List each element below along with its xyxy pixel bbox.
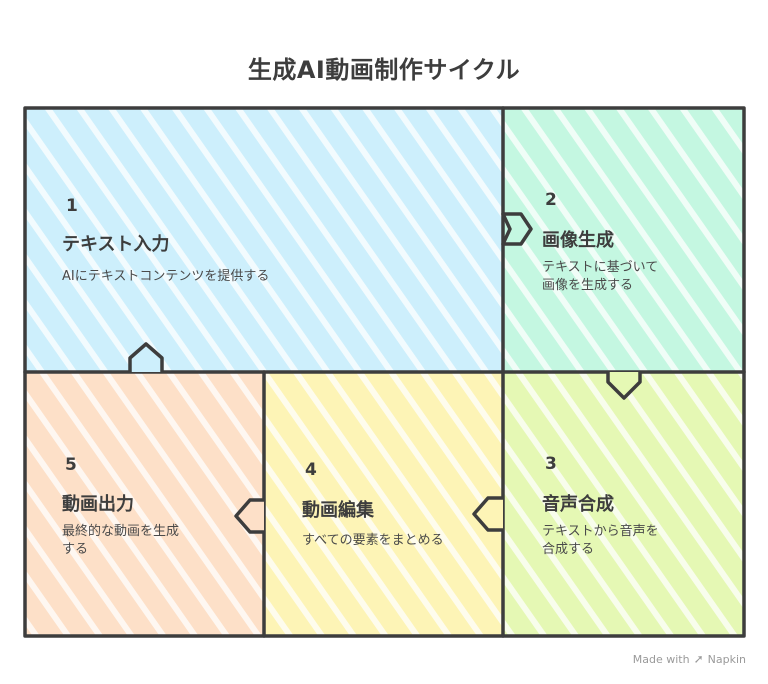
step5-heading: 動画出力 [62, 494, 134, 515]
step2-heading: 画像生成 [542, 230, 614, 251]
step5-description: 最終的な動画を生成 する [62, 524, 180, 557]
step1-number: 1 [66, 196, 78, 216]
step4-description: すべての要素をまとめる [302, 533, 444, 548]
arrow-left-icon [472, 496, 503, 532]
napkin-logo-icon: ➚ [693, 652, 704, 666]
step3-description: テキストから音声を 合成する [542, 524, 659, 557]
arrow-left-icon [234, 498, 264, 534]
page-title: 生成AI動画制作サイクル [247, 56, 521, 84]
step2-number: 2 [545, 190, 557, 210]
step3-heading: 音声合成 [542, 494, 614, 515]
step3-fill [503, 372, 744, 636]
step4-heading: 動画編集 [302, 500, 374, 521]
step3-number: 3 [545, 454, 557, 474]
arrow-up-icon [128, 342, 164, 372]
step2-description: テキストに基づいて 画像を生成する [542, 260, 659, 293]
step4-number: 4 [305, 460, 317, 480]
arrow-right-icon [501, 212, 533, 246]
step1-description: AIにテキストコンテンツを提供する [62, 269, 270, 284]
step5-fill [25, 372, 264, 636]
step2-fill [503, 108, 744, 372]
step1-heading: テキスト入力 [62, 234, 170, 255]
made-with-label: Made with [632, 652, 690, 666]
step1-fill [25, 108, 503, 372]
made-with-napkin-badge[interactable]: Made with ➚ Napkin [633, 652, 746, 666]
step4-fill [264, 372, 503, 636]
step5-number: 5 [65, 455, 77, 475]
arrow-down-icon [606, 372, 642, 400]
napkin-brand-label: Napkin [707, 652, 746, 666]
